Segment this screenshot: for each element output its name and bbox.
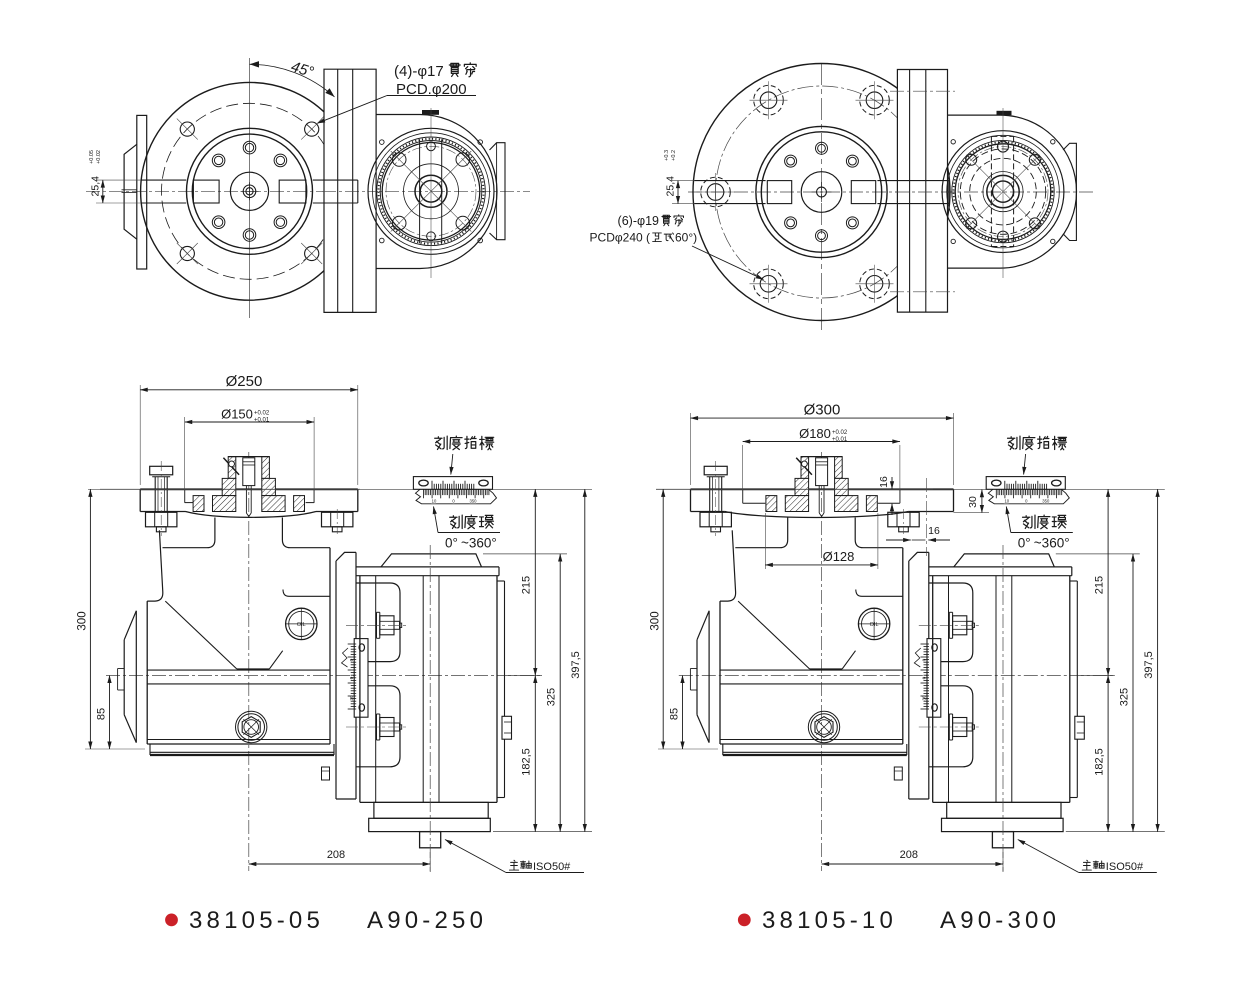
svg-text:182,5: 182,5 xyxy=(1093,748,1105,776)
svg-text:OIL: OIL xyxy=(297,622,306,628)
svg-text:0: 0 xyxy=(349,676,354,679)
svg-text:325: 325 xyxy=(1118,688,1130,706)
svg-text:38105-05: 38105-05 xyxy=(189,907,324,934)
svg-text:0: 0 xyxy=(922,676,927,679)
svg-text:~360°: ~360° xyxy=(461,536,497,551)
svg-text:208: 208 xyxy=(900,849,918,861)
svg-text:OIL: OIL xyxy=(870,622,879,628)
svg-text:215: 215 xyxy=(1093,576,1105,594)
svg-text:350: 350 xyxy=(470,499,478,504)
svg-text:PCDφ240 (: PCDφ240 ( xyxy=(590,231,650,245)
svg-text:+0.05: +0.05 xyxy=(89,150,95,164)
svg-text:30: 30 xyxy=(967,496,979,508)
svg-text:0: 0 xyxy=(349,658,354,661)
svg-text:25,4: 25,4 xyxy=(665,176,677,197)
svg-text:~360°: ~360° xyxy=(1034,536,1070,551)
svg-text:Ø150: Ø150 xyxy=(221,407,253,422)
svg-text:325: 325 xyxy=(546,688,558,706)
svg-text:30: 30 xyxy=(349,695,354,701)
svg-text:0: 0 xyxy=(1025,499,1028,504)
svg-text:+0.02: +0.02 xyxy=(96,150,102,164)
svg-text:0: 0 xyxy=(452,499,455,504)
svg-text:10: 10 xyxy=(1004,499,1009,504)
svg-text:Ø128: Ø128 xyxy=(823,549,855,564)
svg-text:0: 0 xyxy=(452,499,455,504)
svg-text:+0.01: +0.01 xyxy=(254,418,270,424)
svg-text:300: 300 xyxy=(649,611,661,630)
svg-text:0°: 0° xyxy=(1018,536,1031,551)
svg-text:85: 85 xyxy=(96,708,108,720)
svg-text:85: 85 xyxy=(669,708,681,720)
svg-text:10: 10 xyxy=(432,499,437,504)
svg-text:+0.02: +0.02 xyxy=(832,430,848,436)
svg-text:0: 0 xyxy=(922,658,927,661)
svg-text:397,5: 397,5 xyxy=(1143,651,1155,679)
svg-text:350: 350 xyxy=(470,499,478,504)
svg-text:PCD.φ200: PCD.φ200 xyxy=(396,81,467,98)
svg-text:(6)-φ19: (6)-φ19 xyxy=(618,214,659,228)
svg-text:ISO50#: ISO50# xyxy=(1106,861,1144,873)
svg-text:0°: 0° xyxy=(445,536,458,551)
svg-text:(4)-φ17: (4)-φ17 xyxy=(394,63,444,80)
svg-text:208: 208 xyxy=(327,849,345,861)
svg-text:10: 10 xyxy=(432,499,437,504)
svg-text:25,4: 25,4 xyxy=(90,176,102,197)
svg-text:300: 300 xyxy=(77,611,89,630)
svg-text:Ø250: Ø250 xyxy=(226,373,263,390)
svg-text:350: 350 xyxy=(1042,499,1050,504)
svg-text:+0.01: +0.01 xyxy=(832,437,848,443)
svg-text:30: 30 xyxy=(922,695,927,701)
svg-text:38105-10: 38105-10 xyxy=(762,907,897,934)
svg-text:+0.2: +0.2 xyxy=(671,150,677,161)
svg-text:215: 215 xyxy=(521,576,533,594)
svg-text:182,5: 182,5 xyxy=(521,748,533,776)
svg-text:397,5: 397,5 xyxy=(570,651,582,679)
svg-text:Ø180: Ø180 xyxy=(799,426,831,441)
svg-text:350: 350 xyxy=(1042,499,1050,504)
svg-text:+0.3: +0.3 xyxy=(664,150,670,161)
svg-text:16: 16 xyxy=(878,476,890,488)
svg-text:A90-250: A90-250 xyxy=(367,907,487,934)
svg-text:+0.02: +0.02 xyxy=(254,411,270,417)
svg-text:45°: 45° xyxy=(289,58,316,81)
svg-text:A90-300: A90-300 xyxy=(940,907,1060,934)
svg-text:10: 10 xyxy=(1004,499,1009,504)
svg-text:0: 0 xyxy=(1025,499,1028,504)
svg-text:60°): 60°) xyxy=(675,231,697,245)
svg-text:ISO50#: ISO50# xyxy=(533,861,571,873)
svg-text:Ø300: Ø300 xyxy=(804,402,841,419)
svg-text:16: 16 xyxy=(928,525,940,537)
